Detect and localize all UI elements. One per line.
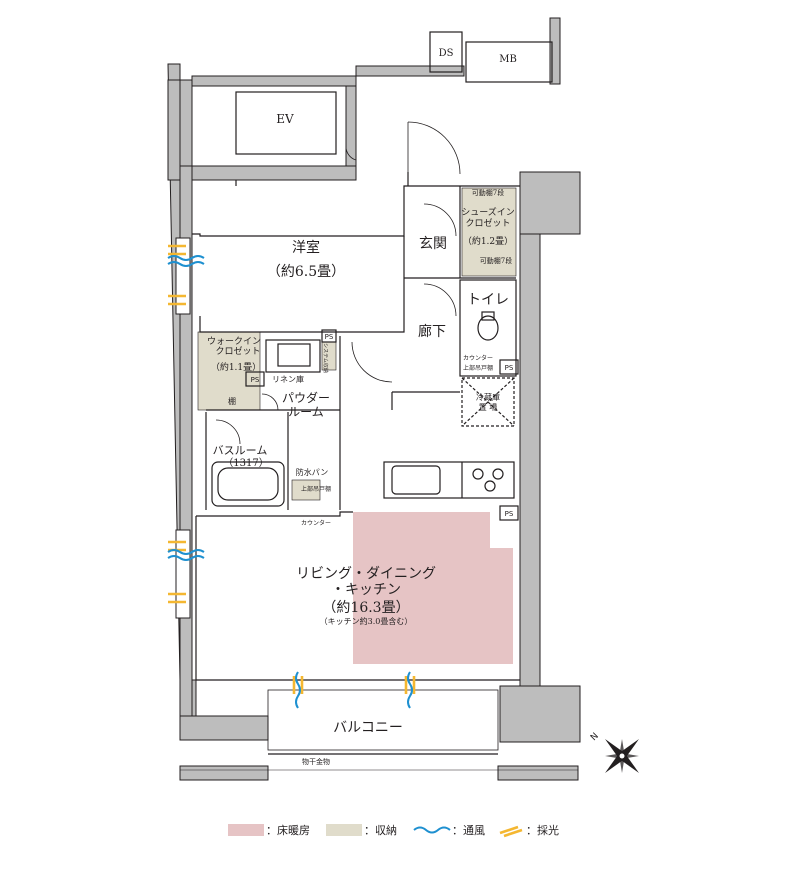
legend-storage-swatch [326,824,362,836]
ventilation-markers [167,255,413,709]
label-fridge-1: 冷蔵庫 [476,392,500,402]
label-ps-powder: PS [325,333,334,341]
label-laundry-hanger: 物干金物 [302,757,330,766]
label-western-size: （約6.5畳） [267,264,345,280]
label-mb: MB [499,54,517,65]
legend-ventilation-label: ：通風 [452,824,485,837]
label-ldk-size: （約16.3畳） [322,600,409,616]
label-waterproof-pan: 防水パン [296,467,328,477]
label-toilet: トイレ [467,292,509,308]
compass-rose [605,739,639,773]
legend-storage-label: ：収納 [364,824,397,837]
label-ps-kitchen: PS [505,510,514,518]
label-bath: バスルーム [213,444,268,457]
legend-daylight-label: ：採光 [526,823,559,837]
storage-labels: 可動棚7段 シューズイン クロゼット （約1.2畳） 可動棚7段 ウォークイン … [207,188,515,766]
compass-n-label: N [589,731,601,743]
room-labels: EV DS MB 洋室 （約6.5畳） 玄関 廊下 トイレ パウダー ルーム バ… [213,48,517,736]
label-ps-toilet: PS [505,364,514,372]
legend-daylight-icon [499,825,523,838]
door-swings [215,121,461,445]
label-system-shelf: システム収納 [322,343,329,373]
label-powder-2: ルーム [288,405,324,419]
label-balcony: バルコニー [333,720,403,736]
label-ds: DS [439,48,454,59]
legend: ：床暖房 ：収納 ：通風 ：採光 [228,823,559,838]
label-entrance: 玄関 [419,235,447,252]
legend-floor-heating-swatch [228,824,264,836]
label-counter-ldk: カウンター [301,519,331,527]
label-western: 洋室 [292,239,320,256]
interior-lines [180,31,578,771]
label-upper-cabinet-wash: 上部吊戸棚 [301,485,331,493]
label-powder-1: パウダー [282,390,330,405]
label-shoes-1: シューズイン [461,206,515,218]
legend-floor-heating-label: ：床暖房 [266,823,310,837]
label-bath-size: （1317） [223,457,268,469]
storage-areas [197,187,517,501]
label-shoes-2: クロゼット [465,217,510,229]
label-shoes-top: 可動棚7段 [472,188,504,197]
label-shoes-size: （約1.2畳） [463,235,513,247]
label-ev: EV [276,112,294,126]
label-walkin-size: （約1.1畳） [211,361,261,373]
floor-heating-area [353,512,513,664]
label-ldk-note: （キッチン約3.0畳含む） [320,616,413,626]
label-counter-toilet: カウンター [463,354,493,362]
label-fridge-2: 置 場 [479,402,498,412]
label-walkin-shelf: 棚 [228,396,236,406]
label-walkin-1: ウォークイン [207,336,261,347]
label-shoes-bottom: 可動棚7段 [480,256,512,265]
label-corridor: 廊下 [418,323,446,340]
label-ldk-1: リビング・ダイニング [296,566,436,582]
label-walkin-2: クロゼット [215,345,260,357]
label-ldk-2: ・キッチン [331,582,401,598]
label-upper-cabinet-toilet: 上部吊戸棚 [463,364,493,372]
label-ps-linen: PS [251,376,260,384]
label-linen: リネン庫 [272,374,304,384]
legend-ventilation-icon [413,826,451,834]
